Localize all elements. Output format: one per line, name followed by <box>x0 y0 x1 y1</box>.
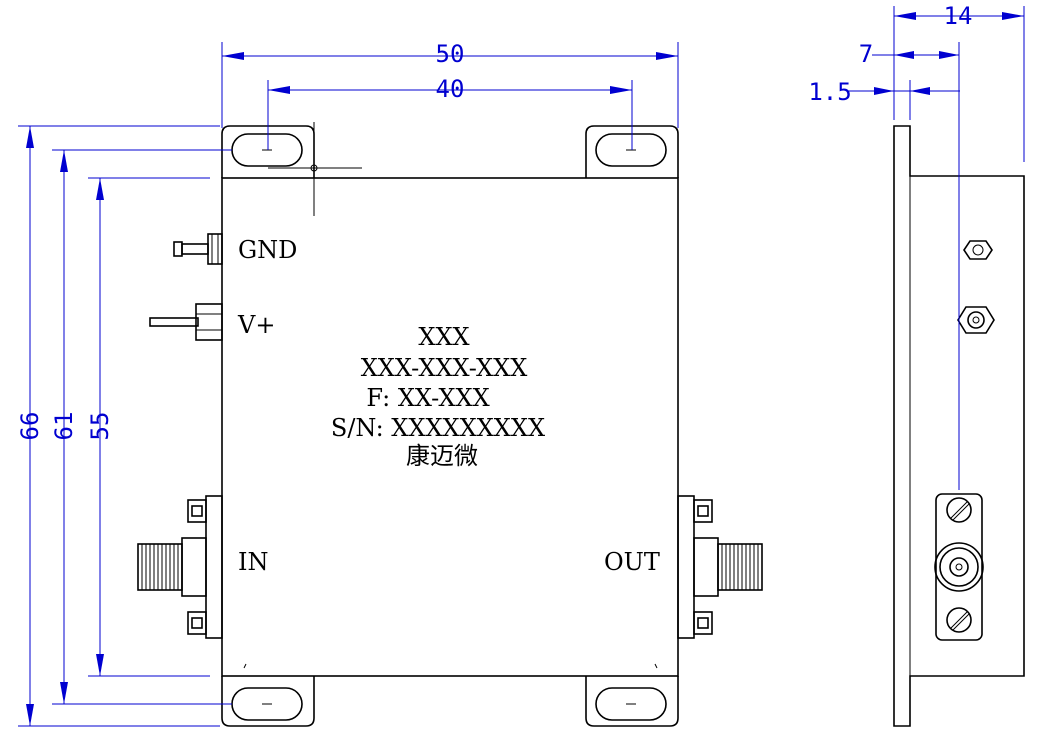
side-housing-outline <box>893 125 1025 727</box>
dim-total-width: 50 <box>436 40 465 68</box>
side-vplus-hex <box>957 306 995 334</box>
mount-tab-bottom-left <box>221 676 315 727</box>
side-sma-flange <box>934 493 984 641</box>
serial-number-line: S/N: XXXXXXXXX <box>331 414 545 442</box>
model-line-2: XXX-XXX-XXX <box>361 354 528 382</box>
dim-body-height: 55 <box>86 412 114 441</box>
side-gnd-hex <box>963 240 993 260</box>
input-label: IN <box>238 548 268 576</box>
mount-slot-bottom-right <box>595 687 667 721</box>
mount-slot-top-right <box>595 133 667 167</box>
mount-tab-bottom-right <box>585 676 679 727</box>
dim-total-height: 66 <box>16 412 44 441</box>
output-label: OUT <box>604 548 660 576</box>
model-line-1: XXX <box>418 323 469 351</box>
side-dimensions: 14 7 1.5 <box>808 2 1025 490</box>
vplus-label: V+ <box>237 311 275 339</box>
frequency-line: F: XX-XXX <box>366 384 489 412</box>
gnd-label: GND <box>238 236 297 264</box>
amplifier-body <box>221 177 679 677</box>
front-view: GND V+ IN OUT XXX XXX-XXX-XXX F: XX-XXX … <box>137 122 763 727</box>
output-sma-connector <box>677 495 763 639</box>
vplus-terminal <box>149 303 223 341</box>
dim-flange-thickness: 1.5 <box>808 78 851 106</box>
manufacturer-line: 康迈微 <box>406 442 478 470</box>
dim-side-hole-offset: 7 <box>859 40 873 68</box>
dim-hole-row-spacing: 61 <box>50 412 78 441</box>
dim-hole-spacing: 40 <box>436 75 465 103</box>
side-view <box>893 125 1025 727</box>
dim-side-depth: 14 <box>944 2 973 30</box>
front-dimensions: 50 40 66 61 55 <box>16 40 679 727</box>
gnd-terminal <box>173 233 223 265</box>
input-sma-connector <box>137 495 223 639</box>
